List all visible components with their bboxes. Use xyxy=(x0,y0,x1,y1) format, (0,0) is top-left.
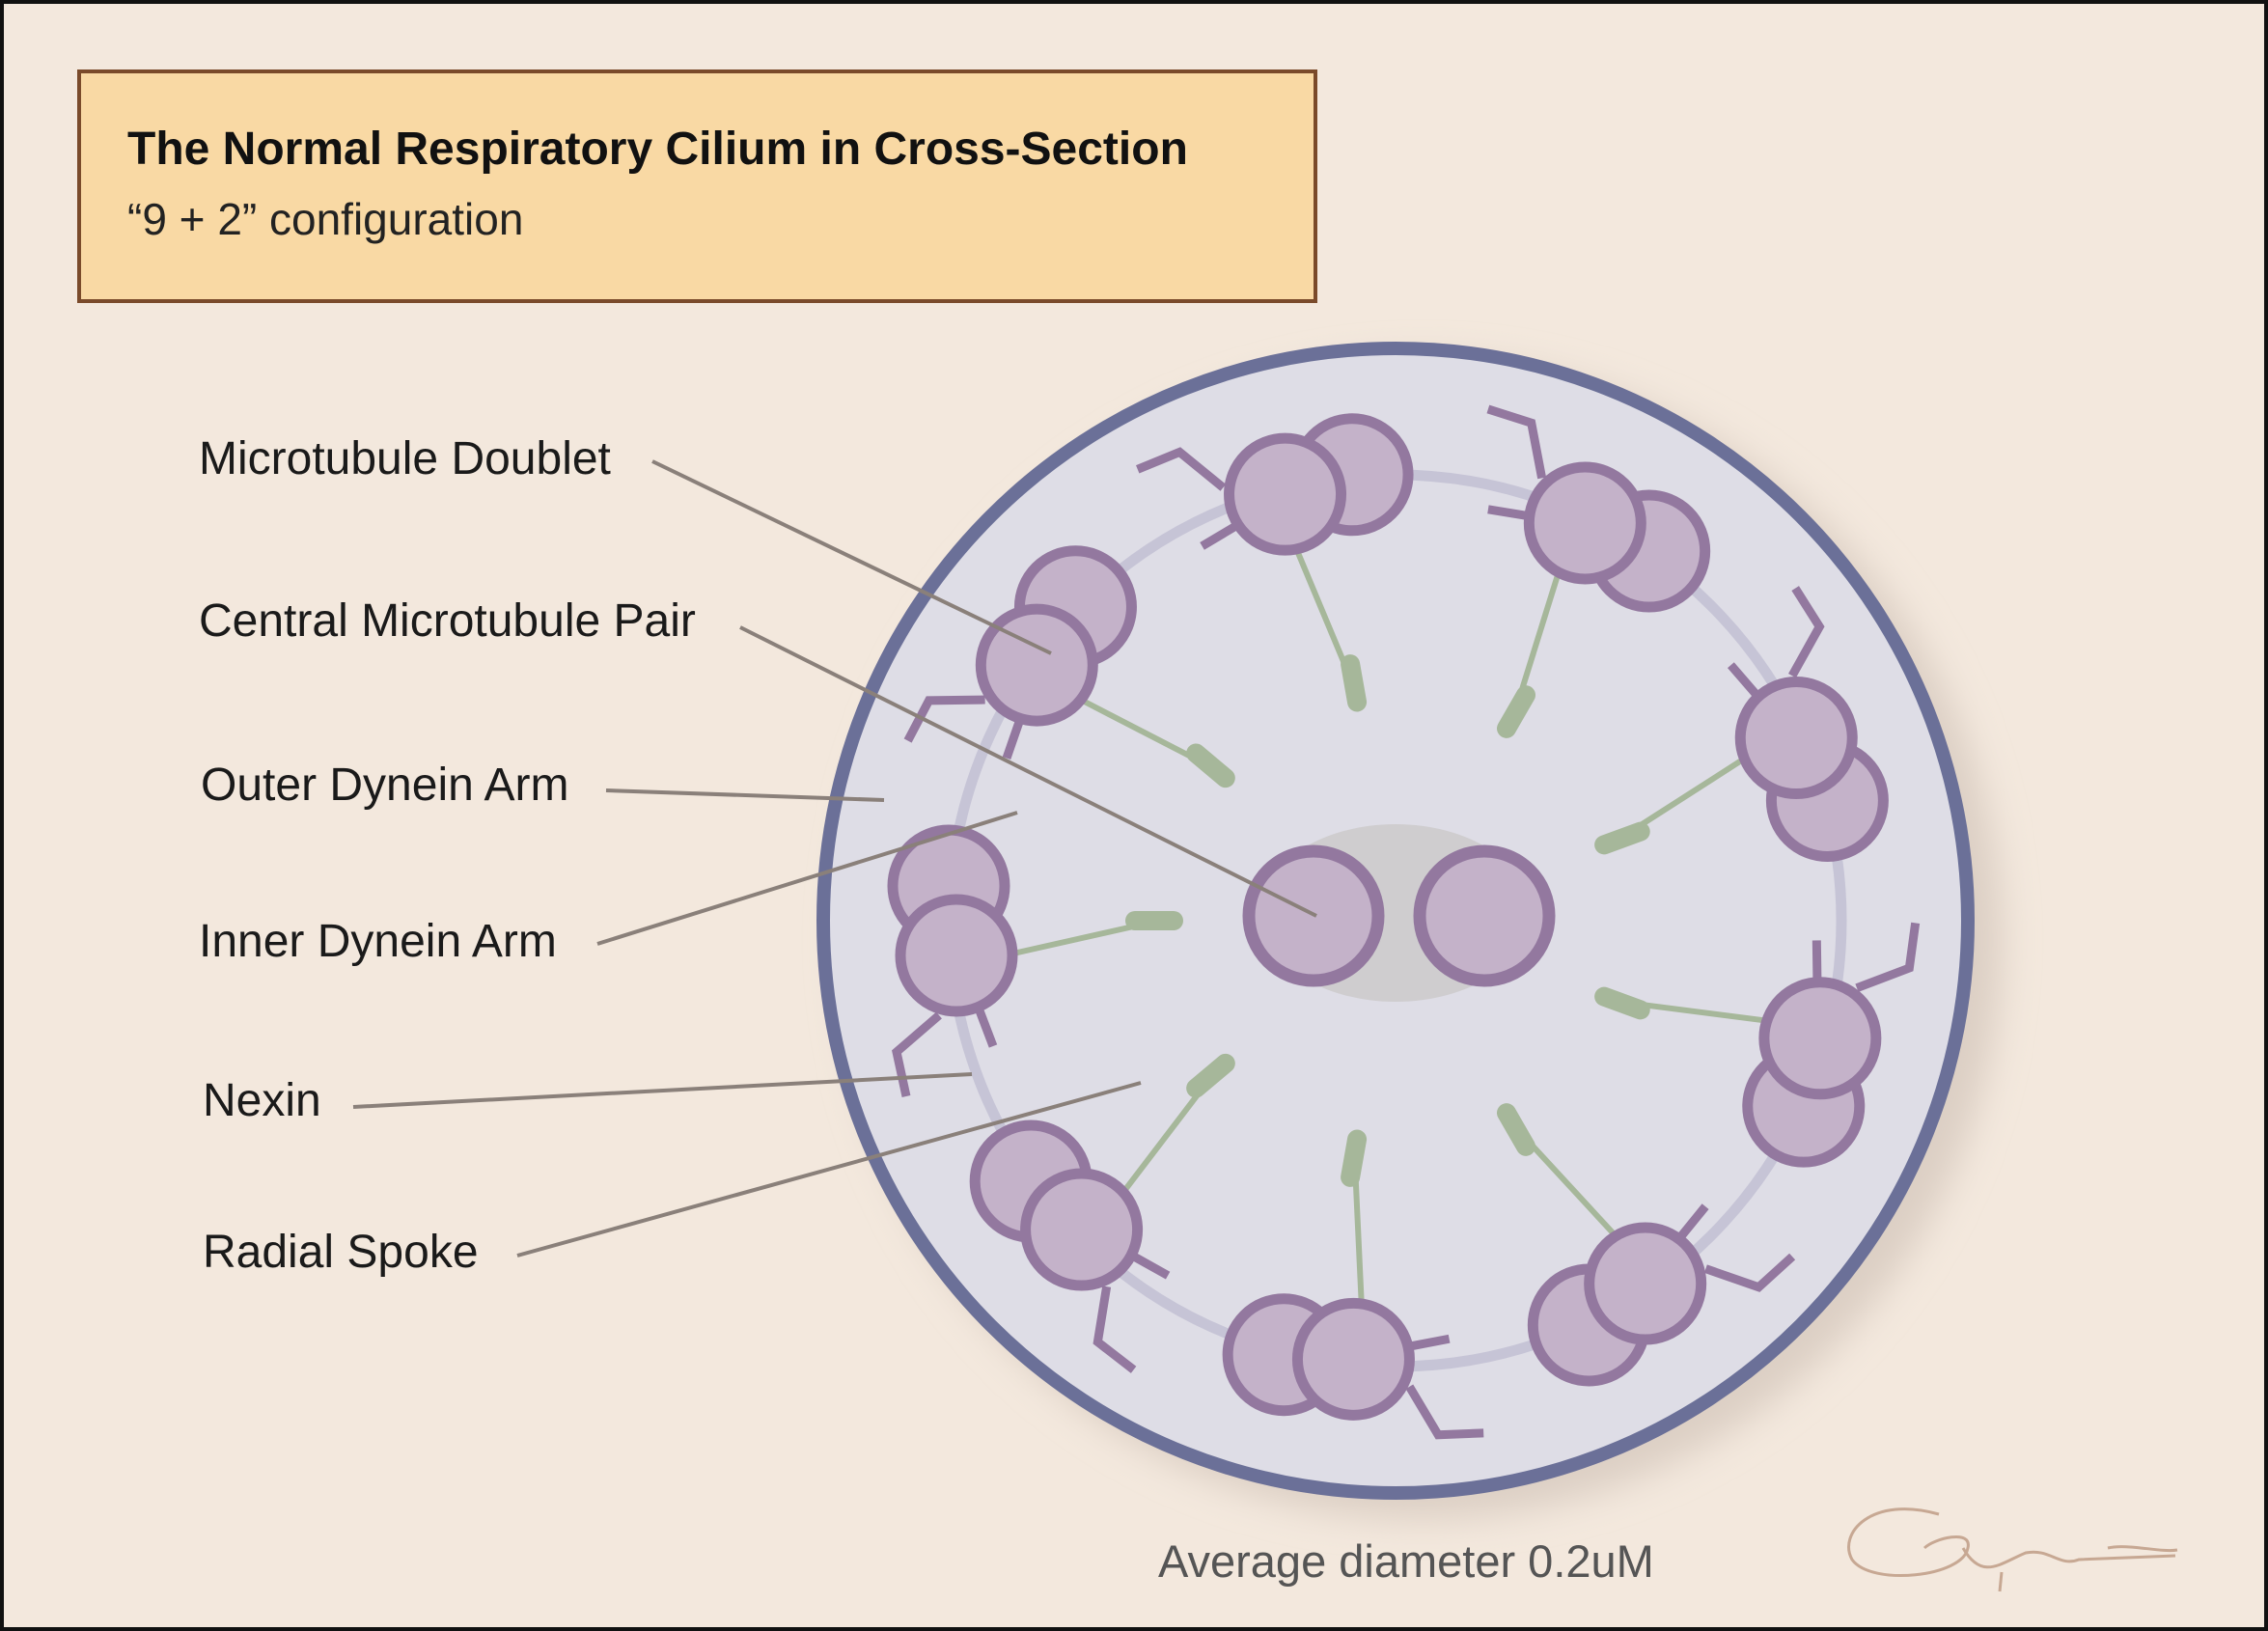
a-tubule xyxy=(975,603,1098,727)
label-inner-dynein-arm: Inner Dynein Arm xyxy=(199,916,557,967)
a-tubule xyxy=(1291,1297,1415,1421)
title-box: The Normal Respiratory Cilium in Cross-S… xyxy=(77,69,1317,303)
outer-dynein-arm xyxy=(1486,404,1547,480)
inner-dynein-arm xyxy=(1127,1250,1171,1280)
inner-dynein-arm xyxy=(1812,940,1822,984)
artist-signature-icon xyxy=(1847,1507,2178,1592)
leader-line-central-pair xyxy=(739,625,1317,918)
radial-spoke-head xyxy=(1497,685,1535,738)
outer-dynein-arm xyxy=(1855,922,1921,992)
outer-dynein-arm xyxy=(1405,1384,1484,1440)
radial-spoke-head xyxy=(1497,1103,1535,1156)
label-radial-spoke: Radial Spoke xyxy=(203,1227,479,1278)
leader-line-radial-spoke xyxy=(516,1081,1142,1258)
outer-dynein-arm xyxy=(1788,586,1825,678)
radial-spoke-head xyxy=(1594,986,1650,1020)
label-outer-dynein-arm: Outer Dynein Arm xyxy=(201,760,569,811)
radial-spoke-head xyxy=(1594,821,1650,855)
inner-dynein-arm xyxy=(1405,1334,1451,1352)
leader-line-nexin xyxy=(352,1072,973,1109)
label-nexin: Nexin xyxy=(203,1075,321,1126)
outer-dynein-arm xyxy=(1703,1253,1796,1292)
inner-dynein-arm xyxy=(1674,1203,1709,1243)
inner-dynein-arm xyxy=(973,1004,998,1048)
leader-line-inner-dynein-arm xyxy=(596,811,1018,946)
radial-spoke-head xyxy=(1186,1053,1235,1098)
inner-dynein-arm xyxy=(1487,505,1533,521)
figure-title: The Normal Respiratory Cilium in Cross-S… xyxy=(127,124,1188,175)
a-tubule xyxy=(895,894,1018,1017)
microtubule-doublets xyxy=(887,413,1889,1421)
leader-line-microtubule-doublet xyxy=(651,459,1052,655)
a-tubule xyxy=(1584,1222,1707,1345)
radial-spokes xyxy=(1004,540,1776,1313)
radial-spoke-head xyxy=(1186,743,1235,788)
central-microtubule-right xyxy=(1413,844,1556,987)
a-tubule xyxy=(1020,1168,1144,1291)
a-tubule xyxy=(1224,432,1347,556)
inner-dynein-arm xyxy=(1727,662,1763,702)
outer-dynein-arm xyxy=(892,1011,942,1097)
outer-dynein-arm xyxy=(1136,447,1227,491)
a-tubule xyxy=(1734,677,1858,800)
outer-dynein-arm xyxy=(1093,1285,1137,1373)
inner-dynein-arm xyxy=(1002,715,1025,760)
leader-lines xyxy=(352,459,1317,1258)
radial-spoke-head xyxy=(1341,1129,1368,1187)
radial-spoke-head xyxy=(1341,654,1368,712)
a-tubule xyxy=(1758,977,1882,1100)
cilium-diagram xyxy=(352,342,2178,1592)
leader-line-outer-dynein-arm xyxy=(605,788,885,802)
label-central-microtubule-pair: Central Microtubule Pair xyxy=(199,595,696,647)
dynein-arms xyxy=(892,404,1921,1440)
inner-dynein-arm xyxy=(1200,519,1242,550)
diameter-caption: Average diameter 0.2uM xyxy=(1158,1535,1654,1587)
a-tubule xyxy=(1523,461,1646,585)
figure-subtitle: “9 + 2” configuration xyxy=(127,193,524,244)
label-microtubule-doublet: Microtubule Doublet xyxy=(199,433,611,484)
outer-dynein-arm xyxy=(903,695,985,743)
